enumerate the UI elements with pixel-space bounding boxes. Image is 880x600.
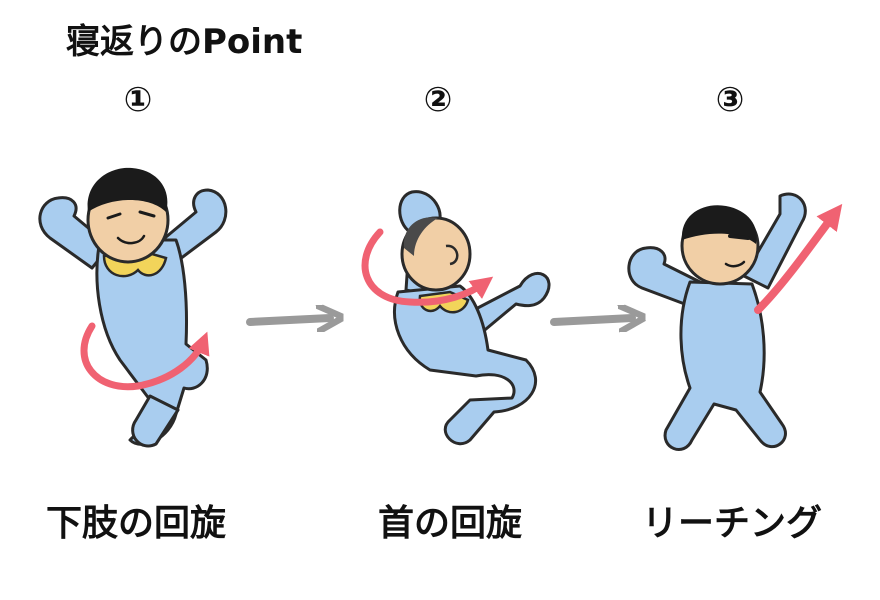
- figure-3-reach-arrow: [754, 203, 843, 314]
- figure-3-hair: [681, 205, 757, 244]
- figure-1-rotation-arrow: [80, 322, 210, 391]
- step-2-number: ②: [423, 80, 453, 120]
- figure-2-hair: [403, 217, 438, 256]
- figure-1-baby: [38, 167, 228, 448]
- step-3-number: ③: [715, 80, 745, 120]
- step-1-label: 下肢の回旋: [45, 503, 226, 544]
- figure-3-reaching-arm: [742, 192, 807, 290]
- figure-3-baby: [627, 192, 843, 451]
- figure-2-rotation-arrow: [361, 228, 494, 306]
- figure-1-hair: [87, 167, 168, 212]
- page-title: 寝返りのPoint: [66, 22, 303, 62]
- step-3-label: リーチング: [641, 503, 822, 544]
- figure-2-right-arm: [468, 272, 551, 336]
- figure-1-left-arm: [38, 196, 112, 270]
- flow-arrow-1: [246, 318, 330, 322]
- figure-2-baby: [361, 190, 551, 446]
- figure-1-leg: [131, 394, 180, 448]
- step-2-label: 首の回旋: [377, 503, 522, 544]
- figure-2-torso: [393, 284, 538, 446]
- step-1-number: ①: [123, 80, 153, 120]
- flow-arrow-2: [550, 318, 632, 322]
- figure-3-torso: [663, 280, 787, 451]
